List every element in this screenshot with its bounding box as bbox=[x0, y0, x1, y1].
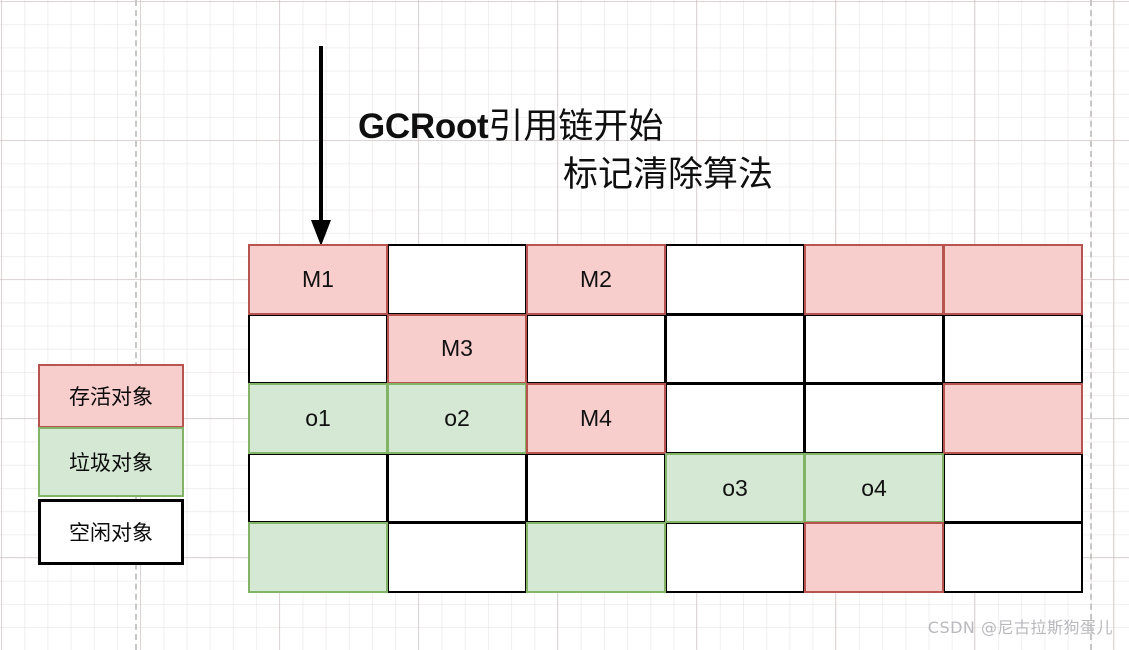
heap-cell bbox=[943, 244, 1083, 315]
heap-cell bbox=[804, 522, 944, 593]
legend-label-free-object: 空闲对象 bbox=[69, 521, 153, 545]
heap-cell bbox=[943, 313, 1083, 385]
gcroot-entry-arrow-icon bbox=[311, 46, 331, 246]
heap-cell: o3 bbox=[665, 452, 805, 524]
legend-item-live-object: 存活对象 bbox=[38, 364, 184, 428]
legend-item-garbage-object: 垃圾对象 bbox=[38, 427, 184, 497]
heap-cell-label: o1 bbox=[305, 404, 331, 431]
legend-label-live-object: 存活对象 bbox=[69, 385, 153, 409]
heap-cell: o2 bbox=[387, 383, 527, 454]
heap-cell bbox=[943, 522, 1083, 593]
heap-cell bbox=[804, 313, 944, 385]
heap-cell bbox=[665, 383, 805, 454]
legend-label-garbage-object: 垃圾对象 bbox=[69, 451, 153, 475]
heap-cell bbox=[943, 452, 1083, 524]
heap-cell: M3 bbox=[387, 313, 527, 385]
heap-cell bbox=[526, 452, 666, 524]
heap-cell bbox=[387, 244, 527, 315]
heap-cell bbox=[248, 452, 388, 524]
legend-item-free-object: 空闲对象 bbox=[38, 499, 184, 565]
heap-cell-label: M4 bbox=[580, 404, 612, 431]
heap-cell bbox=[665, 244, 805, 315]
heap-cell-label: o2 bbox=[444, 404, 470, 431]
heap-cell bbox=[387, 452, 527, 524]
title-line-secondary: 标记清除算法 bbox=[562, 155, 773, 195]
page-guide-right bbox=[1090, 0, 1092, 650]
heap-cell-label: M3 bbox=[441, 335, 473, 362]
heap-cell-label: M2 bbox=[580, 265, 612, 292]
title-block: GCRoot引用链开始 标记清除算法 bbox=[358, 104, 878, 200]
title-reference-chain-label: 引用链开始 bbox=[488, 107, 664, 147]
heap-cell: o1 bbox=[248, 383, 388, 454]
heap-cell bbox=[526, 522, 666, 593]
heap-cell bbox=[387, 522, 527, 593]
heap-cell bbox=[526, 313, 666, 385]
title-gcroot-label: GCRoot bbox=[358, 107, 489, 146]
heap-cell-label: M1 bbox=[302, 265, 334, 292]
legend: 存活对象 垃圾对象 空闲对象 bbox=[38, 364, 184, 565]
heap-cell: M1 bbox=[248, 244, 388, 315]
heap-cell bbox=[665, 522, 805, 593]
heap-cell: M4 bbox=[526, 383, 666, 454]
heap-cell bbox=[248, 313, 388, 385]
heap-cell: o4 bbox=[804, 452, 944, 524]
heap-cell bbox=[943, 383, 1083, 454]
csdn-watermark: CSDN @尼古拉斯狗蛋儿 bbox=[927, 618, 1113, 637]
page-guide-left bbox=[135, 0, 137, 650]
heap-cell-label: o4 bbox=[861, 474, 887, 501]
heap-cell-label: o3 bbox=[722, 474, 748, 501]
heap-cell bbox=[248, 522, 388, 593]
heap-cell bbox=[665, 313, 805, 385]
heap-cell bbox=[804, 244, 944, 315]
heap-cell: M2 bbox=[526, 244, 666, 315]
title-line-primary: GCRoot引用链开始 bbox=[358, 104, 878, 150]
heap-cell bbox=[804, 383, 944, 454]
